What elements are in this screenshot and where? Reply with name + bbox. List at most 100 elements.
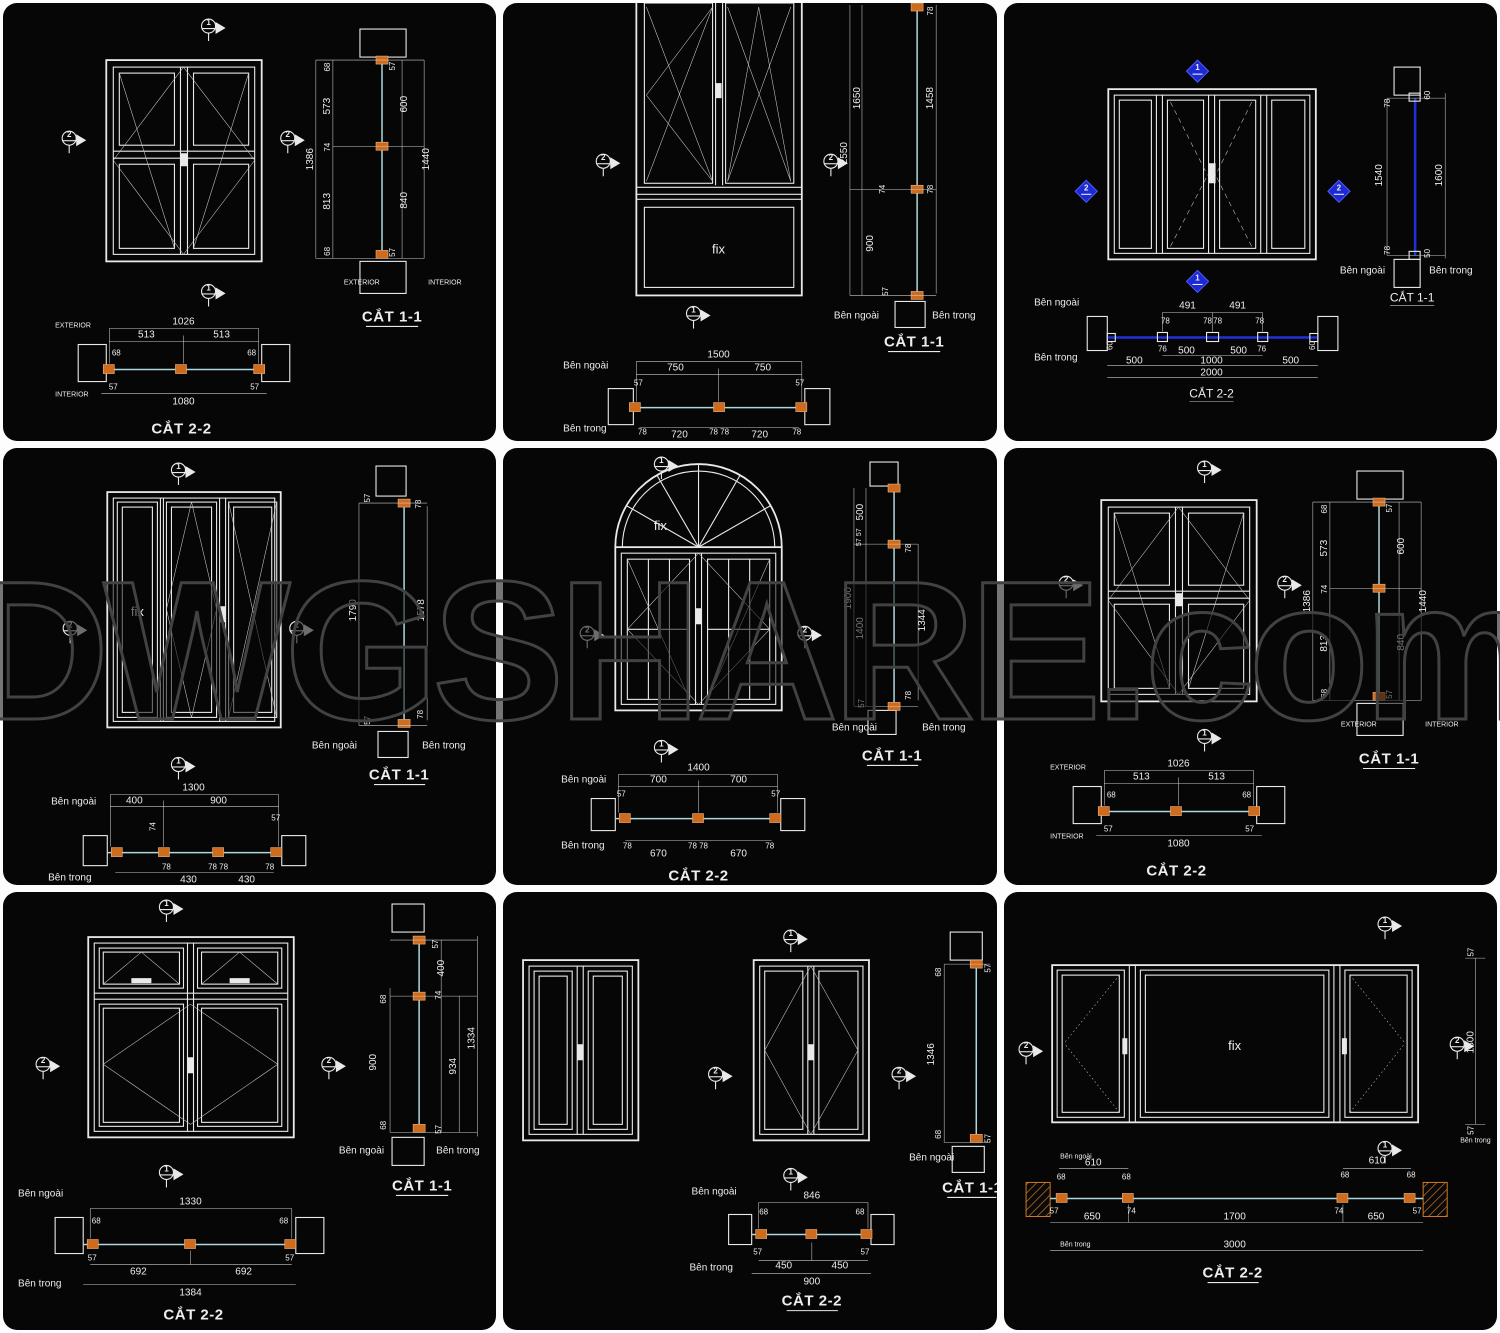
dim-label: 1080 <box>172 397 195 408</box>
dim-label: 74 <box>1320 584 1329 593</box>
section-marker-icon: 1 2 2 1 <box>35 899 347 1189</box>
side-label: Bên ngoài <box>909 1153 954 1164</box>
dim-label: 2000 <box>1200 368 1223 379</box>
side-label: EXTERIOR <box>344 279 380 286</box>
side-label: Bên trong <box>1034 353 1077 364</box>
dim-label: 78 <box>162 862 171 871</box>
dim-label: 3000 <box>1223 1240 1246 1251</box>
dim-label: 78 <box>766 841 775 850</box>
dim-label: 68 <box>856 1208 865 1217</box>
marker-number: 2 <box>67 130 72 139</box>
dim-label: 57 <box>1049 1207 1058 1216</box>
horizontal-section: 1500 750 750 57 57 78 720 78 78 720 78 B… <box>563 350 831 441</box>
dim-label: 76 <box>1158 345 1167 354</box>
marker-number: 1 <box>206 283 211 292</box>
dim-label: 750 <box>755 363 772 374</box>
section-title: CẮT 2-2 <box>1202 1264 1262 1282</box>
dim-label: 78 <box>219 862 228 871</box>
dim-label: 900 <box>210 795 227 806</box>
section-title: CẮT 1-1 <box>942 1179 996 1197</box>
dim-label: 57 <box>1103 824 1112 833</box>
dim-label: 78 <box>1383 98 1392 107</box>
side-label: Bên trong <box>563 424 606 435</box>
dim-label: 78 <box>926 184 935 193</box>
dim-label: 1400 <box>688 762 711 773</box>
dim-label: 57 <box>431 939 440 948</box>
window-handle <box>695 607 702 624</box>
dim-label: 68 <box>1106 790 1115 799</box>
dim-label: 1790 <box>348 598 359 621</box>
marker-number: 2 <box>1455 1037 1460 1046</box>
dim-label: 74 <box>1127 1207 1136 1216</box>
dim-label: 1600 <box>1434 164 1445 187</box>
marker-number: 1 <box>789 929 794 938</box>
horizontal-section: 1026 513 513 68 68 57 57 1080 EXTERIOR I… <box>55 316 291 438</box>
dim-label: 57 <box>1466 1126 1475 1135</box>
dim-label: 720 <box>671 430 688 441</box>
dim-label: 700 <box>731 774 748 785</box>
dim-label: 68 <box>1122 1173 1131 1182</box>
marker-number: 2 <box>41 1057 46 1066</box>
window-handle <box>219 605 226 622</box>
section-title: CẮT 1-1 <box>362 307 422 325</box>
dim-label: 60 <box>1105 341 1114 350</box>
dim-label: 500 <box>1126 356 1143 367</box>
marker-number: 2 <box>1282 575 1287 584</box>
marker-number: 1 <box>206 18 211 27</box>
dim-label: 1080 <box>1167 838 1190 849</box>
section-title: CẮT 1-1 <box>1359 749 1419 767</box>
marker-number: 2 <box>327 1057 332 1066</box>
dim-label: 430 <box>238 874 255 885</box>
window-elevation <box>522 959 871 1142</box>
dim-label: 513 <box>1208 771 1225 782</box>
dim-label: 78 <box>638 428 647 437</box>
section-marker-icon: 1 2 2 1 <box>62 462 315 780</box>
section-title: CẮT 1-1 <box>369 765 429 783</box>
section-marker-icon: 1 1 2 2 <box>1074 59 1351 293</box>
dim-label: 68 <box>935 1130 944 1139</box>
dim-label: 74 <box>148 821 157 830</box>
marker-number: 1 <box>164 1165 169 1174</box>
dim-label: 1386 <box>1301 589 1312 612</box>
vertical-section: 78 1540 1600 60 78 50 Bên ngoài Bên tron… <box>1340 66 1472 306</box>
dim-label: 57 <box>857 698 866 707</box>
panel-3: 1 1 2 2 78 1540 1600 60 <box>1003 3 1497 441</box>
dim-label: 500 <box>1282 356 1299 367</box>
section-marker-icon: 2 2 1 <box>596 153 849 330</box>
dim-label: 57 <box>363 715 372 724</box>
dim-label: 1334 <box>466 1027 477 1050</box>
panel-4: 1 2 2 1 fix 57 1790 <box>3 447 497 886</box>
dim-label: 78 <box>1161 316 1170 325</box>
dim-label: 74 <box>323 142 332 151</box>
dim-label: 650 <box>1084 1212 1101 1223</box>
section-marker-icon: 1 2 2 1 <box>61 18 306 308</box>
side-label: INTERIOR <box>1425 721 1458 728</box>
dim-label: 513 <box>138 330 155 341</box>
side-label: Bên trong <box>1060 1242 1090 1249</box>
horizontal-section: 846 68 68 57 57 450 450 900 Bên ngoài Bê… <box>690 1187 895 1312</box>
dim-label: 57 <box>772 789 781 798</box>
section-title: CẮT 2-2 <box>1189 386 1234 401</box>
marker-number: 2 <box>295 620 300 629</box>
dim-label: 430 <box>180 874 197 885</box>
dim-label: 600 <box>1396 537 1407 554</box>
dim-label: 78 <box>904 543 913 552</box>
dim-label: 1026 <box>172 316 195 327</box>
dim-label: 491 <box>1229 300 1246 311</box>
window-elevation: fix <box>614 462 783 711</box>
side-label: Bên trong <box>922 722 965 733</box>
dim-label: 1344 <box>917 608 928 631</box>
dim-label: 57 <box>1385 689 1394 698</box>
dim-label: 1650 <box>852 87 863 110</box>
section-title: CẮT 2-2 <box>1146 861 1206 879</box>
dim-label: 610 <box>1085 1158 1102 1169</box>
dim-label: 1440 <box>421 148 432 171</box>
dim-label: 57 <box>250 383 259 392</box>
side-label: Bên trong <box>48 872 91 883</box>
vertical-section: 57 400 74 68 900 68 934 1334 57 Bên ngoà… <box>339 903 480 1197</box>
side-label: Bên trong <box>436 1146 479 1157</box>
section-title: CẮT 2-2 <box>782 1292 842 1310</box>
side-label: EXTERIOR <box>1050 764 1086 771</box>
side-label: Bên ngoài <box>563 361 608 372</box>
section-title: CẮT 1-1 <box>884 333 944 351</box>
